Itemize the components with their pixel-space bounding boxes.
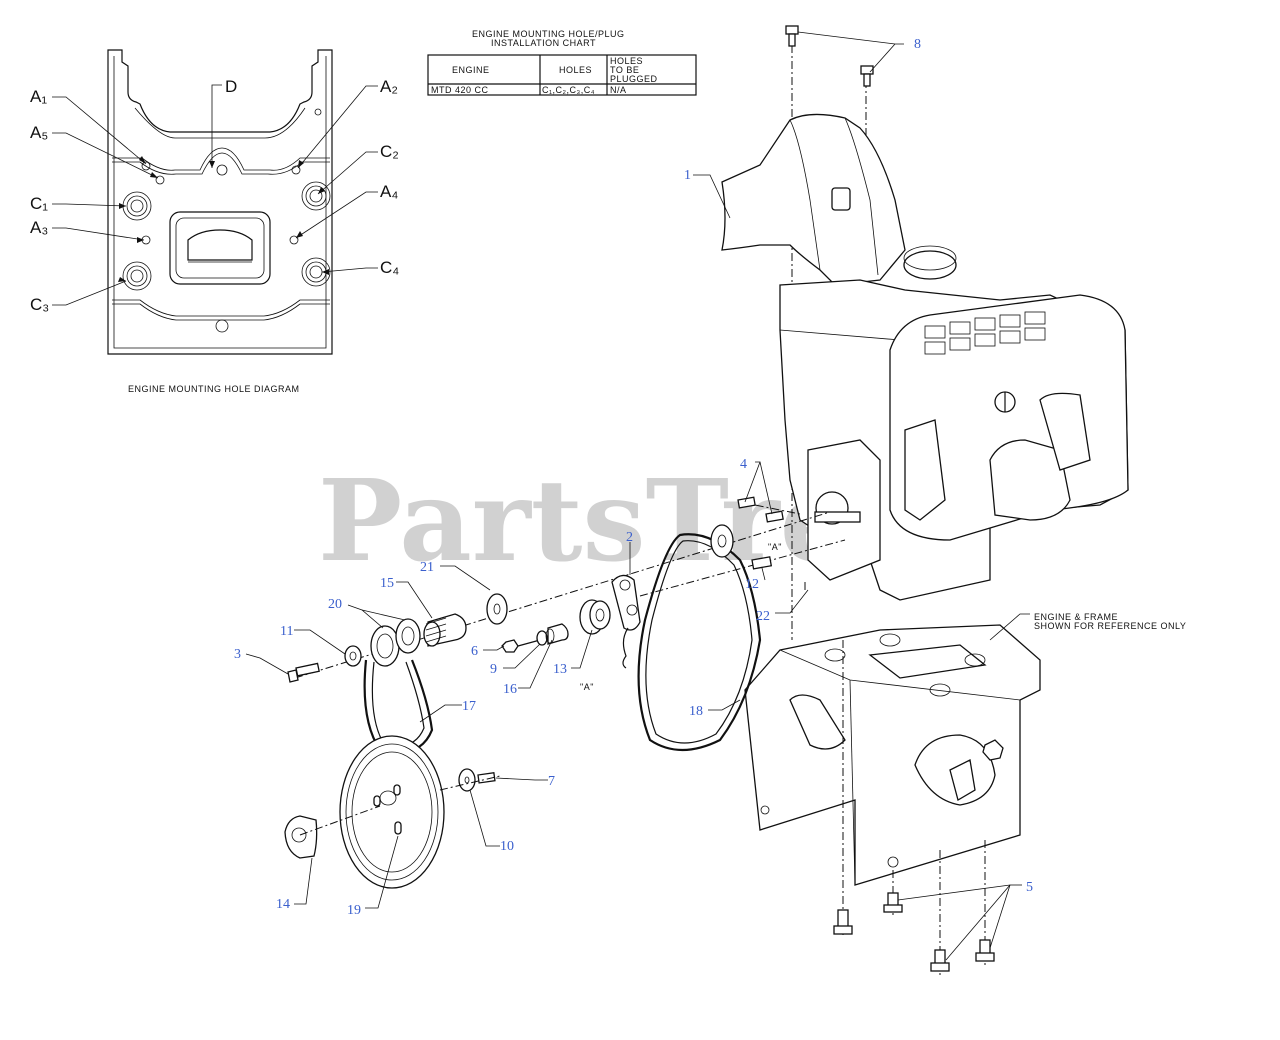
hole-label-a1: A₁ (30, 87, 47, 106)
hole-label-c2: C₂ (380, 142, 399, 161)
part-label-11[interactable]: 11 (280, 624, 293, 639)
part-label-10[interactable]: 10 (500, 839, 514, 854)
part-label-7[interactable]: 7 (548, 774, 555, 789)
bolts-8 (785, 25, 874, 87)
engine-assembly (721, 45, 1129, 640)
engine-mounting-hole-diagram: A₁ A₅ C₁ A₃ C₃ D A₂ C₂ A₄ C₄ ENGINE MOUN… (30, 49, 399, 394)
part-label-3[interactable]: 3 (234, 647, 241, 662)
chart-col-plug-1: HOLES (610, 56, 643, 66)
callout-a-engine: "A" (768, 542, 782, 552)
hole-label-c3: C₃ (30, 295, 49, 314)
installation-chart: ENGINE MOUNTING HOLE/PLUG INSTALLATION C… (427, 29, 697, 96)
part-label-12[interactable]: 12 (745, 577, 759, 592)
part-label-17[interactable]: 17 (462, 699, 476, 714)
part-label-18[interactable]: 18 (689, 704, 703, 719)
part-label-13[interactable]: 13 (553, 662, 567, 677)
part-label-4[interactable]: 4 (740, 457, 747, 472)
chart-title-line1: ENGINE MOUNTING HOLE/PLUG (472, 29, 625, 39)
part-label-14[interactable]: 14 (276, 897, 290, 912)
chart-row-plug: N/A (610, 85, 627, 95)
frame-note-line2: SHOWN FOR REFERENCE ONLY (1034, 621, 1186, 631)
chart-row-engine: MTD 420 CC (431, 85, 489, 95)
hole-label-a2: A₂ (380, 77, 398, 96)
chart-col-plug-2: TO BE (610, 65, 639, 75)
drive-components (284, 496, 846, 889)
frame-assembly (744, 624, 1041, 886)
chart-col-holes: HOLES (559, 65, 592, 75)
part-label-8[interactable]: 8 (914, 37, 921, 52)
hole-label-a3: A₃ (30, 218, 48, 237)
bolts-5 (833, 640, 995, 975)
part-label-21[interactable]: 21 (420, 560, 434, 575)
part-label-16[interactable]: 16 (503, 682, 517, 697)
hole-label-c1: C₁ (30, 194, 48, 213)
part-label-20[interactable]: 20 (328, 597, 342, 612)
part-label-6[interactable]: 6 (471, 644, 478, 659)
callout-leaders (245, 31, 1030, 961)
hole-label-c4: C₄ (380, 258, 399, 277)
part-label-22[interactable]: 22 (756, 609, 770, 624)
part-label-1[interactable]: 1 (684, 168, 691, 183)
chart-title-line2: INSTALLATION CHART (491, 38, 596, 48)
frame-note-line1: ENGINE & FRAME (1034, 612, 1118, 622)
hole-label-d: D (225, 77, 237, 96)
part-label-19[interactable]: 19 (347, 903, 361, 918)
chart-col-plug-3: PLUGGED (610, 74, 658, 84)
part-label-5[interactable]: 5 (1026, 880, 1033, 895)
chart-col-engine: ENGINE (452, 65, 490, 75)
part-label-2[interactable]: 2 (626, 530, 633, 545)
hole-diagram-caption: ENGINE MOUNTING HOLE DIAGRAM (128, 384, 300, 394)
part-label-15[interactable]: 15 (380, 576, 394, 591)
part-labels: 1 2 3 4 5 6 7 8 9 10 11 12 13 14 15 16 1… (234, 37, 1033, 918)
callout-a-bracket: "A" (580, 682, 594, 692)
hole-label-a4: A₄ (380, 182, 398, 201)
chart-row-holes: C₁,C₂,C₃,C₄ (542, 85, 595, 95)
hole-label-a5: A₅ (30, 123, 48, 142)
part-label-9[interactable]: 9 (490, 662, 497, 677)
